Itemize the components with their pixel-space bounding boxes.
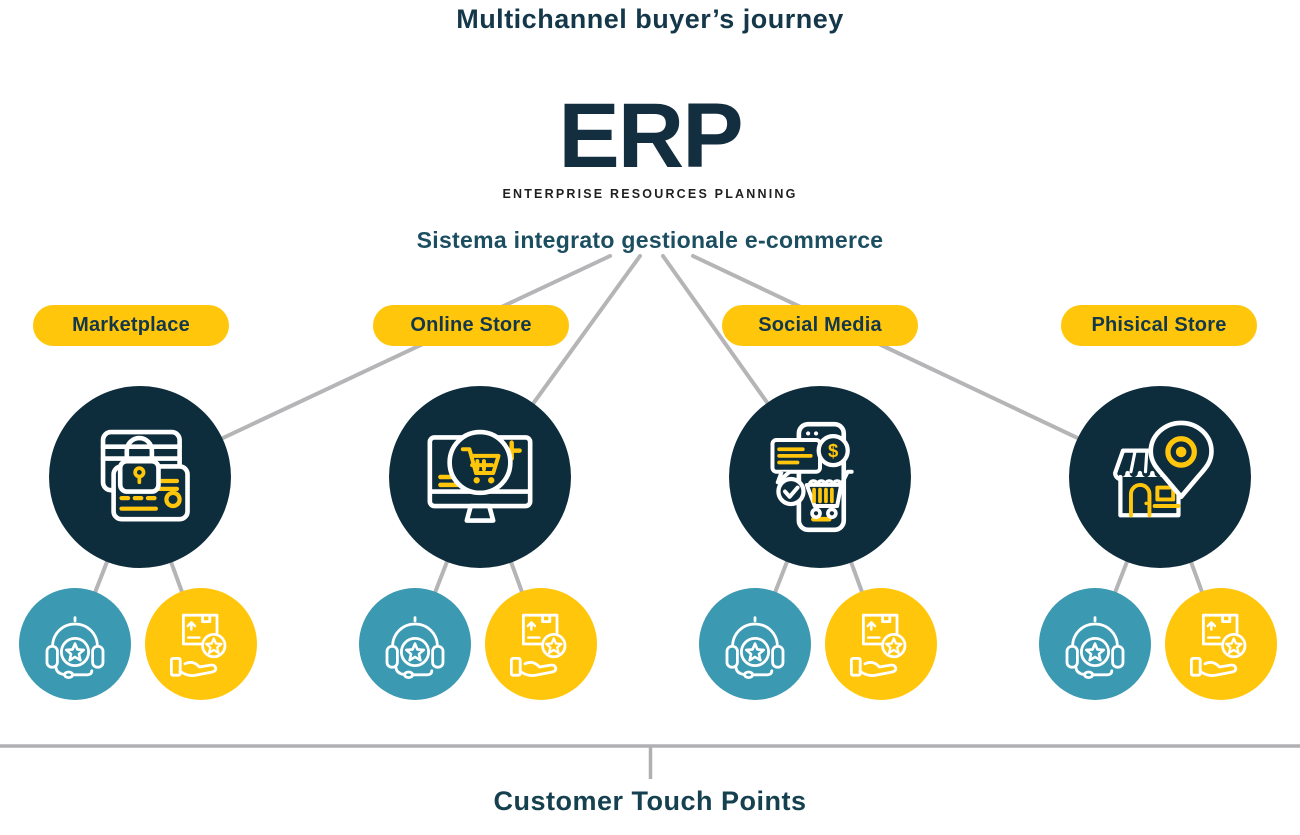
- online-store-circle: [389, 386, 571, 568]
- hand-package-star-icon: [1190, 613, 1247, 677]
- social-media-circle: $: [729, 386, 911, 568]
- channel-label: Marketplace: [72, 314, 190, 336]
- support-circle: [1039, 588, 1151, 700]
- svg-text:$: $: [828, 440, 839, 461]
- channel-label: Online Store: [410, 314, 532, 336]
- support-circle: [699, 588, 811, 700]
- hand-package-star-icon: [850, 613, 907, 677]
- headset-star-icon: [385, 616, 445, 679]
- hand-package-star-icon: [170, 613, 227, 677]
- hand-package-star-icon: [509, 613, 567, 677]
- footer-label: Customer Touch Points: [493, 786, 807, 816]
- delivery-circle: [485, 588, 597, 700]
- erp-logo-caption: ENTERPRISE RESOURCES PLANNING: [502, 187, 798, 201]
- channel-label: Phisical Store: [1091, 314, 1227, 336]
- support-circle: [19, 588, 131, 700]
- marketplace-circle: [49, 386, 231, 568]
- support-circle: [359, 588, 471, 700]
- credit-cards-lock-icon: [100, 429, 190, 522]
- delivery-circle: [1165, 588, 1277, 700]
- delivery-circle: [825, 588, 937, 700]
- monitor-shopping-cart-icon: [427, 429, 533, 523]
- channel-pill-marketplace: Marketplace: [33, 305, 229, 346]
- page-title: Multichannel buyer’s journey: [456, 4, 844, 34]
- channel-pill-online-store: Online Store: [373, 305, 569, 346]
- erp-subtitle: Sistema integrato gestionale e-commerce: [416, 227, 884, 253]
- headset-star-icon: [45, 616, 105, 679]
- erp-logo: ERP: [558, 85, 743, 187]
- headset-star-icon: [725, 616, 785, 679]
- delivery-circle: [145, 588, 257, 700]
- channel-pill-social-media: Social Media: [722, 305, 918, 346]
- headset-star-icon: [1065, 616, 1125, 679]
- channel-label: Social Media: [758, 314, 882, 336]
- smartphone-shopping-icon: $: [770, 421, 854, 533]
- storefront-location-pin-icon: [1113, 420, 1214, 518]
- phisical-store-circle: [1069, 386, 1251, 568]
- channel-pill-phisical-store: Phisical Store: [1061, 305, 1257, 346]
